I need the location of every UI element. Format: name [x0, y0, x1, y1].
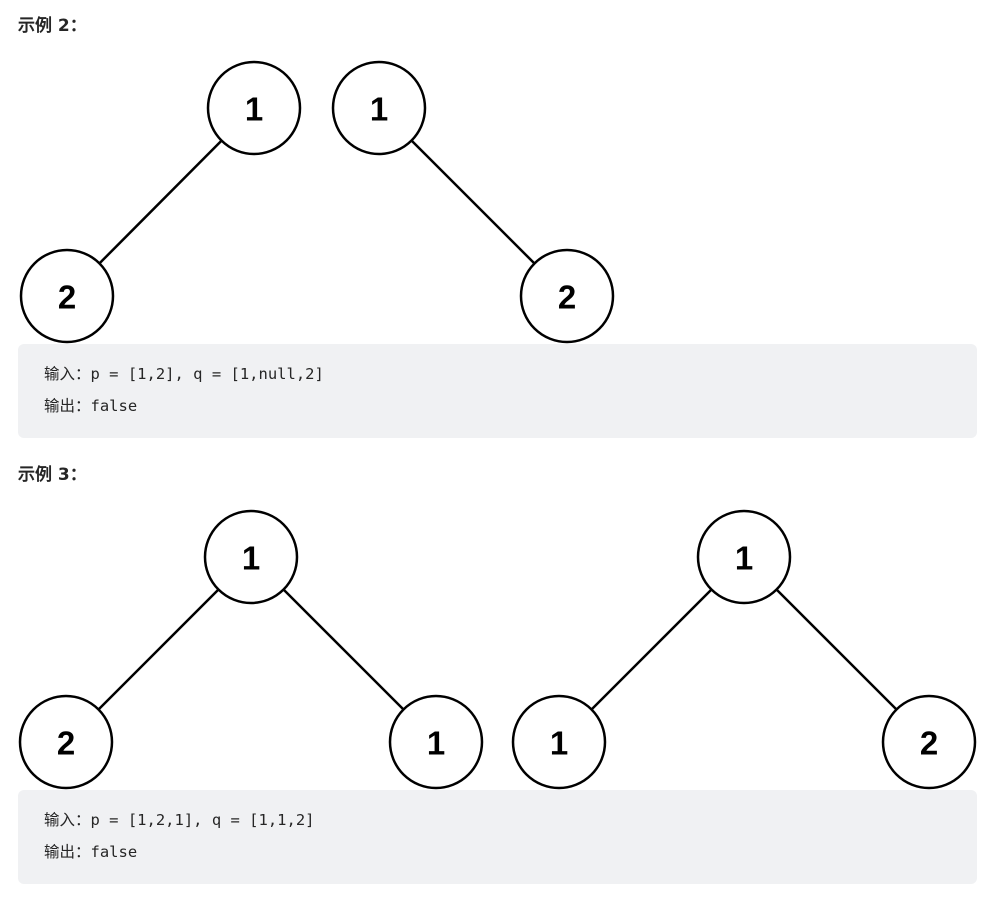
tree-node: 1 [331, 60, 427, 156]
output-label: 输出： [44, 843, 91, 861]
example-2-heading: 示例 2： [18, 16, 87, 36]
svg-text:1: 1 [245, 91, 263, 128]
input-value: p = [1,2], q = [1,null,2] [90, 365, 324, 383]
input-label: 输入： [44, 365, 91, 383]
example-3-trees: 1 2 1 1 1 2 [18, 509, 977, 790]
input-line: 输入：p = [1,2], q = [1,null,2] [44, 358, 977, 390]
svg-text:1: 1 [735, 540, 753, 577]
output-label: 输出： [44, 397, 91, 415]
svg-text:2: 2 [57, 725, 75, 762]
svg-text:1: 1 [242, 540, 260, 577]
tree-node: 1 [203, 509, 299, 605]
svg-text:1: 1 [370, 91, 388, 128]
tree-node: 2 [881, 694, 977, 790]
tree-node: 2 [519, 248, 615, 344]
example-3-code-block: 输入：p = [1,2,1], q = [1,1,2] 输出：false [18, 790, 977, 884]
svg-text:2: 2 [558, 279, 576, 316]
example-2-code-block: 输入：p = [1,2], q = [1,null,2] 输出：false [18, 344, 977, 438]
tree-node: 1 [206, 60, 302, 156]
tree-node: 1 [511, 694, 607, 790]
tree-node: 2 [19, 248, 115, 344]
input-label: 输入： [44, 811, 91, 829]
output-line: 输出：false [44, 390, 977, 422]
svg-text:1: 1 [427, 725, 445, 762]
output-line: 输出：false [44, 836, 977, 868]
svg-text:2: 2 [58, 279, 76, 316]
tree-node: 1 [388, 694, 484, 790]
output-value: false [90, 843, 138, 861]
tree-node: 1 [696, 509, 792, 605]
example-3-heading: 示例 3： [18, 465, 87, 485]
output-value: false [90, 397, 138, 415]
input-line: 输入：p = [1,2,1], q = [1,1,2] [44, 804, 977, 836]
svg-text:2: 2 [920, 725, 938, 762]
example-2-trees: 1 2 1 2 [19, 60, 615, 344]
input-value: p = [1,2,1], q = [1,1,2] [90, 811, 315, 829]
tree-node: 2 [18, 694, 114, 790]
svg-text:1: 1 [550, 725, 568, 762]
